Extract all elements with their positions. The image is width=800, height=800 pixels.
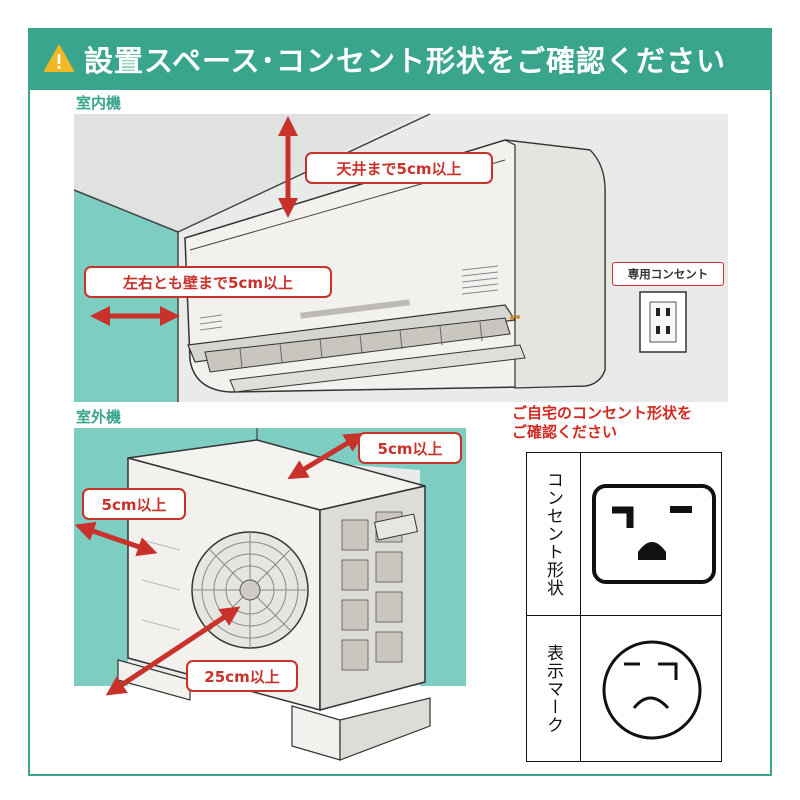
outdoor-back-callout: 5cm以上 <box>358 432 462 464</box>
outlet-shape-row-label: コンセント形状 <box>527 453 581 615</box>
confirm-prompt-line2: ご確認ください <box>512 423 618 441</box>
outlet-shape-label: コンセント形状 <box>543 471 563 597</box>
display-mark-icon <box>602 640 702 740</box>
display-mark-row-label: 表示マーク <box>527 616 581 761</box>
outlet-shape-table: コンセント形状 表示マーク <box>526 452 722 762</box>
table-divider <box>527 615 721 616</box>
outdoor-front-callout: 25cm以上 <box>186 660 298 692</box>
outdoor-section-label: 室外機 <box>76 408 122 426</box>
dedicated-outlet-label: 専用コンセント <box>612 262 724 286</box>
wall-outlet <box>639 291 687 353</box>
banner-title: 設置スペース･コンセント形状をご確認ください <box>84 44 727 78</box>
display-mark-label: 表示マーク <box>543 643 563 734</box>
outlet-shape-icon <box>592 484 716 584</box>
side-clearance-arrow <box>74 521 158 557</box>
warning-icon <box>44 45 74 72</box>
indoor-section-label: 室内機 <box>76 94 122 112</box>
ceiling-clearance-callout: 天井まで5cm以上 <box>305 152 493 184</box>
side-clearance-callout: 左右とも壁まで5cm以上 <box>84 266 332 298</box>
header-banner: 設置スペース･コンセント形状をご確認ください <box>28 28 772 90</box>
confirm-prompt-line1: ご自宅のコンセント形状を <box>512 404 693 422</box>
back-clearance-arrow <box>287 432 365 480</box>
outdoor-side-callout: 5cm以上 <box>82 488 186 520</box>
indoor-ac-unit <box>184 139 606 393</box>
outlet-confirm-prompt: ご自宅のコンセント形状を ご確認ください <box>512 404 692 442</box>
front-clearance-arrow <box>105 606 241 696</box>
